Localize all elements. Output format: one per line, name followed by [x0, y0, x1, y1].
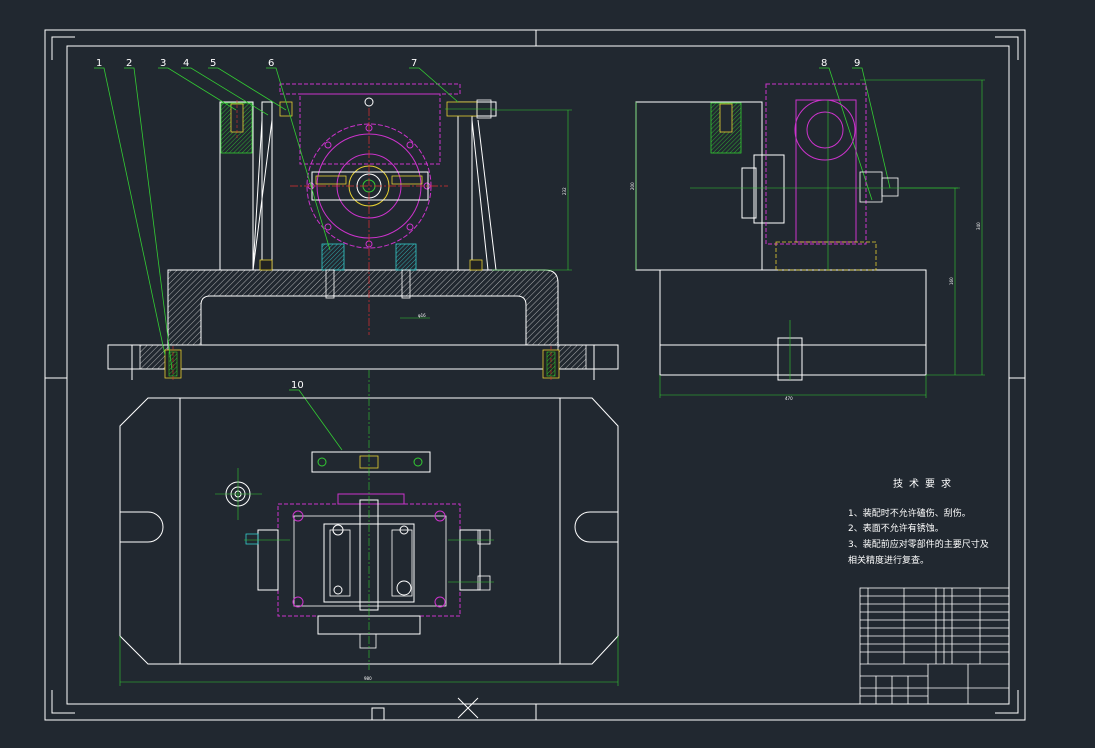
front-view: 232 φ16: [107, 83, 619, 382]
callout-4: 4: [183, 58, 189, 69]
callout-7: 7: [411, 58, 417, 69]
tech-req-3: 3、装配前应对零部件的主要尺寸及: [848, 538, 989, 550]
callout-9: 9: [854, 58, 860, 69]
left-clamp-plate: [219, 101, 273, 271]
callout-8: 8: [821, 58, 827, 69]
sheet-frame: [44, 29, 1026, 721]
right-clamp-plate: [457, 101, 497, 271]
callout-leaders: [94, 67, 891, 451]
dimension-front-height: [492, 109, 572, 271]
side-view: 200 340 160 470: [630, 79, 985, 401]
technical-requirements: 技术要求 1、装配时不允许磕伤、刮伤。 2、表面不允许有锈蚀。 3、装配前应对零…: [848, 477, 989, 566]
centerline-icon: [290, 108, 448, 335]
bridge-body: [167, 269, 559, 346]
callout-5: 5: [210, 58, 216, 69]
top-view: 980: [119, 370, 619, 686]
hole-note: φ16: [418, 313, 426, 318]
callout-10: 10: [291, 380, 304, 391]
base-plate: [107, 344, 619, 380]
dim-label-front-height: 232: [562, 187, 567, 195]
tech-req-1: 1、装配时不允许磕伤、刮伤。: [848, 507, 971, 519]
callout-2: 2: [126, 58, 132, 69]
dim-label-side-right: 340: [976, 222, 981, 230]
dim-label-side-left: 200: [630, 182, 635, 190]
bolt-icon: [164, 346, 182, 382]
dim-label-side-mid: 160: [949, 277, 954, 285]
tech-req-4: 相关精度进行复查。: [848, 554, 929, 566]
dim-label-side-bottom: 470: [785, 396, 793, 401]
tech-req-title: 技术要求: [893, 477, 957, 490]
callout-6: 6: [268, 58, 274, 69]
callout-numbers: 1 2 3 4 5 6 7 8 9 10: [96, 58, 860, 391]
reducer-housing: [279, 83, 461, 165]
callout-1: 1: [96, 58, 102, 69]
title-block: [859, 587, 1010, 705]
bolt-icon: [542, 346, 560, 382]
dim-label-front-bottom: 980: [364, 676, 372, 681]
tech-req-2: 2、表面不允许有锈蚀。: [848, 522, 944, 534]
callout-3: 3: [160, 58, 166, 69]
